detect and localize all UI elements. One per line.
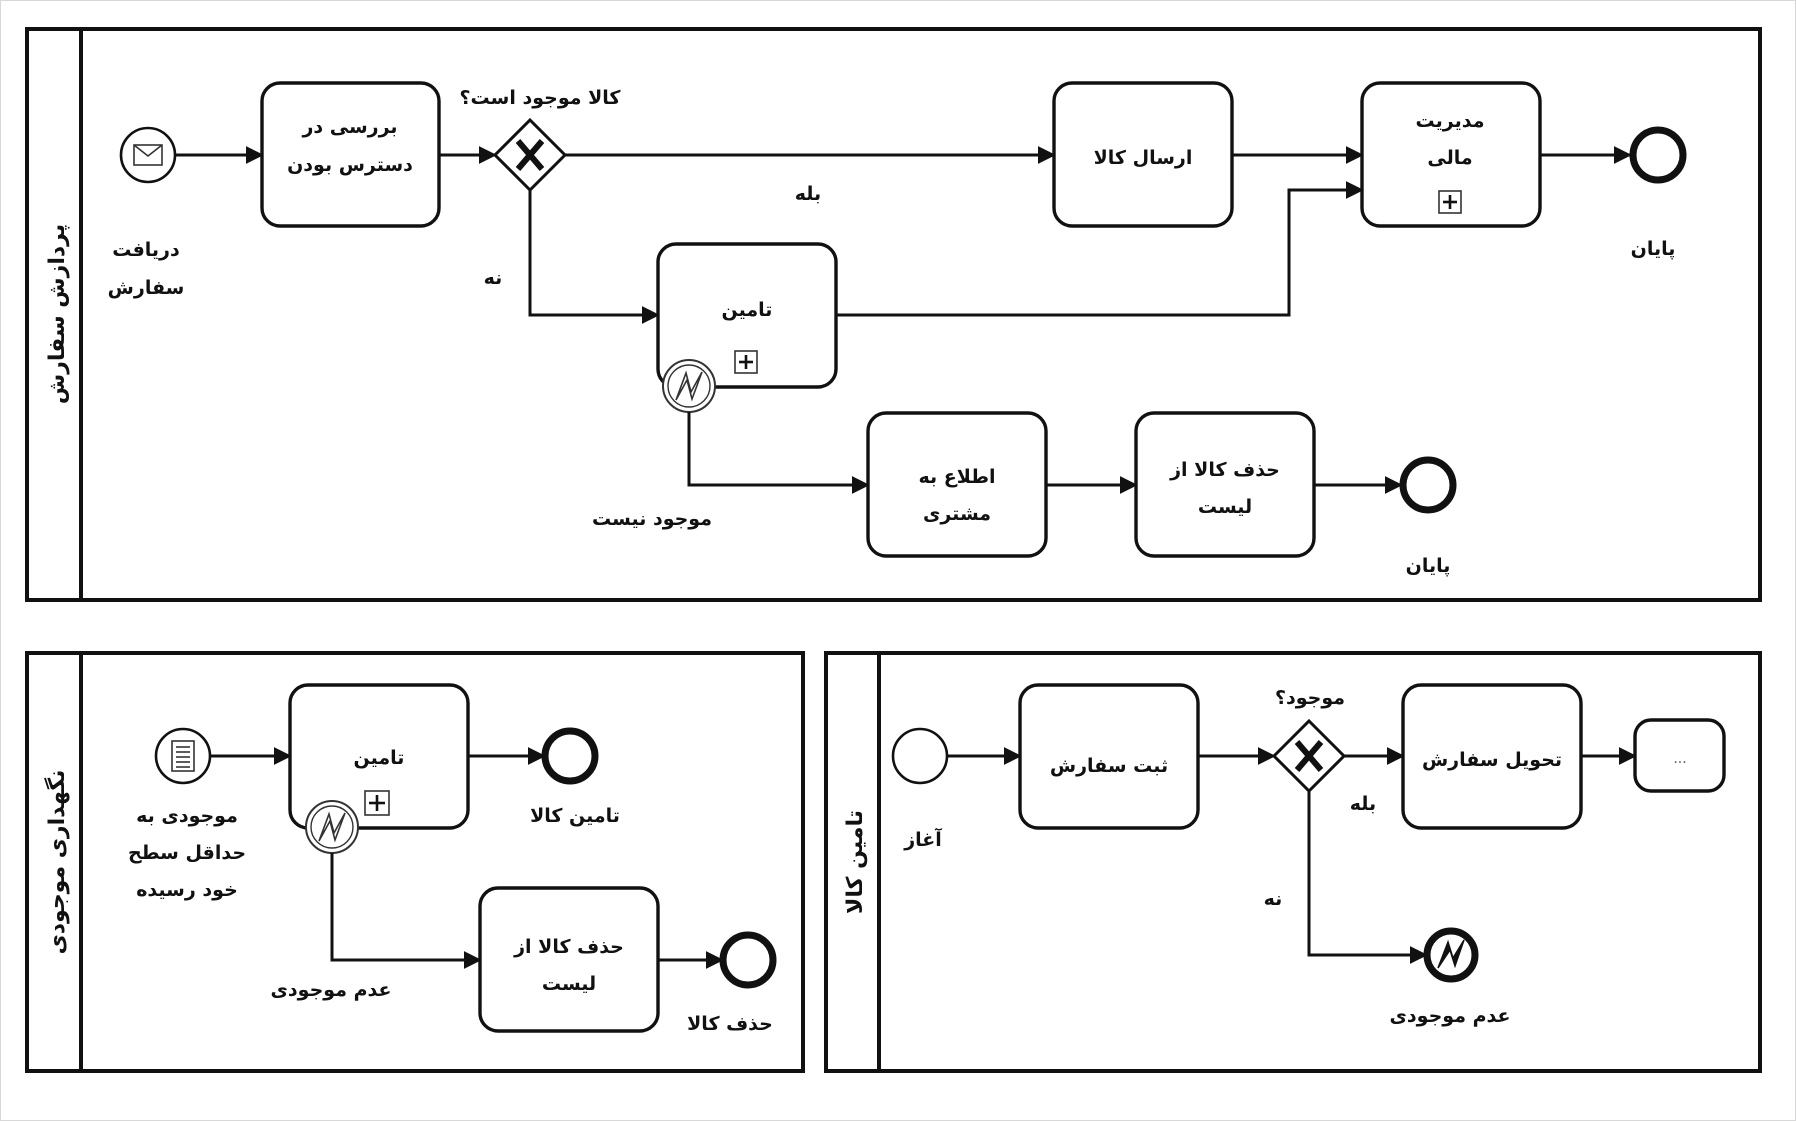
task-label-1: اطلاع به bbox=[918, 466, 995, 488]
exclusive-gateway[interactable] bbox=[492, 117, 568, 193]
error-lightning-icon bbox=[318, 811, 346, 843]
flow-label-yes: بله bbox=[1350, 793, 1376, 815]
start-event-label-3: خود رسیده bbox=[136, 879, 238, 901]
pool-title[interactable]: پردازش سفارش bbox=[45, 224, 70, 404]
subprocess-supply[interactable]: تامین bbox=[288, 683, 470, 830]
start-event[interactable] bbox=[891, 727, 949, 785]
collapsed-subprocess-plus-icon[interactable] bbox=[734, 350, 758, 374]
gateway-label: کالا موجود است؟ bbox=[460, 87, 622, 109]
start-event-label-1: دریافت bbox=[112, 239, 180, 261]
task-label: تحویل سفارش bbox=[1422, 749, 1562, 771]
start-event-conditional[interactable] bbox=[154, 727, 212, 785]
subprocess-financial-management[interactable]: مدیریت مالی bbox=[1360, 81, 1542, 228]
subprocess-label: تامین bbox=[722, 299, 773, 321]
subprocess-label: تامین bbox=[354, 747, 405, 769]
end-event[interactable] bbox=[1629, 126, 1687, 184]
flow-label-yes: بله bbox=[795, 183, 821, 205]
sequence-flow-exception[interactable] bbox=[330, 853, 482, 969]
boundary-event-label: موجود نیست bbox=[592, 508, 712, 530]
boundary-error-event[interactable] bbox=[305, 800, 359, 854]
error-lightning-icon bbox=[675, 370, 703, 402]
pool-title[interactable]: نگهداری موجودی bbox=[43, 770, 70, 955]
end-event[interactable] bbox=[1399, 456, 1457, 514]
error-end-event[interactable] bbox=[1423, 927, 1479, 983]
task-remove-from-list[interactable]: حذف کالا از لیست bbox=[1134, 411, 1316, 558]
flow-label-no: نه bbox=[484, 267, 503, 289]
task-deliver-order[interactable]: تحویل سفارش bbox=[1401, 683, 1583, 830]
boundary-error-event[interactable] bbox=[662, 359, 716, 413]
task-label-2: لیست bbox=[1198, 496, 1252, 518]
x-mark-icon bbox=[515, 139, 545, 171]
envelope-icon bbox=[133, 144, 163, 166]
end-event-label: حذف کالا bbox=[687, 1013, 773, 1035]
end-event-label: پایان bbox=[1631, 238, 1676, 260]
x-mark-icon bbox=[1294, 740, 1324, 772]
sequence-flow-no[interactable] bbox=[528, 190, 660, 324]
start-event-label-2: حداقل سطح bbox=[128, 842, 246, 864]
task-more[interactable]: ... bbox=[1633, 718, 1726, 793]
task-register-order[interactable]: ثبت سفارش bbox=[1018, 683, 1200, 830]
sequence-flow-exception[interactable] bbox=[687, 412, 870, 494]
task-label: ارسال کالا bbox=[1094, 147, 1193, 169]
end-event-label: تامین کالا bbox=[530, 805, 620, 827]
task-check-availability[interactable]: بررسی در دسترس بودن bbox=[260, 81, 441, 228]
collapsed-subprocess-plus-icon[interactable] bbox=[364, 790, 390, 816]
error-lightning-icon bbox=[1437, 939, 1465, 969]
pool-inventory: نگهداری موجودی موجودی به حداقل سطح خود ر… bbox=[25, 651, 805, 1073]
task-label-1: بررسی در bbox=[301, 116, 397, 138]
sequence-flow-no[interactable] bbox=[1307, 791, 1428, 964]
end-event-label: عدم موجودی bbox=[1390, 1005, 1511, 1027]
task-label-2: مشتری bbox=[923, 503, 991, 525]
subprocess-label-1: مدیریت bbox=[1416, 110, 1485, 132]
task-label-1: حذف کالا از bbox=[1169, 459, 1280, 481]
document-lines-icon bbox=[171, 740, 195, 772]
start-event-label-2: سفارش bbox=[108, 277, 185, 299]
end-event[interactable] bbox=[541, 727, 599, 785]
end-event-label: پایان bbox=[1406, 555, 1451, 577]
task-label-2: لیست bbox=[542, 973, 596, 995]
task-label-1: حذف کالا از bbox=[513, 936, 624, 958]
pool-border bbox=[824, 651, 1762, 1073]
pool-supply: تامین کالا آغاز ثبت سفارش موجود؟ بله تحو… bbox=[824, 651, 1762, 1073]
task-label: ثبت سفارش bbox=[1050, 755, 1168, 777]
gateway-label: موجود؟ bbox=[1275, 687, 1345, 709]
task-label: ... bbox=[1673, 751, 1686, 767]
task-send-goods[interactable]: ارسال کالا bbox=[1052, 81, 1234, 228]
task-notify-customer[interactable]: اطلاع به مشتری bbox=[866, 411, 1048, 558]
flow-label-no: نه bbox=[1264, 888, 1283, 910]
start-event-label: آغاز bbox=[903, 827, 942, 851]
subprocess-label-2: مالی bbox=[1427, 147, 1472, 169]
task-label-2: دسترس بودن bbox=[287, 154, 413, 176]
end-event[interactable] bbox=[719, 931, 777, 989]
sequence-flow[interactable] bbox=[836, 181, 1364, 317]
boundary-event-label: عدم موجودی bbox=[271, 979, 392, 1001]
start-event-message[interactable] bbox=[119, 126, 177, 184]
start-event-label-1: موجودی به bbox=[136, 805, 238, 827]
collapsed-subprocess-plus-icon[interactable] bbox=[1438, 190, 1462, 214]
task-remove-from-list[interactable]: حذف کالا از لیست bbox=[478, 886, 660, 1033]
pool-title[interactable]: تامین کالا bbox=[843, 810, 868, 914]
pool-order-processing: پردازش سفارش دریافت سفارش بررسی در دسترس… bbox=[25, 27, 1762, 602]
